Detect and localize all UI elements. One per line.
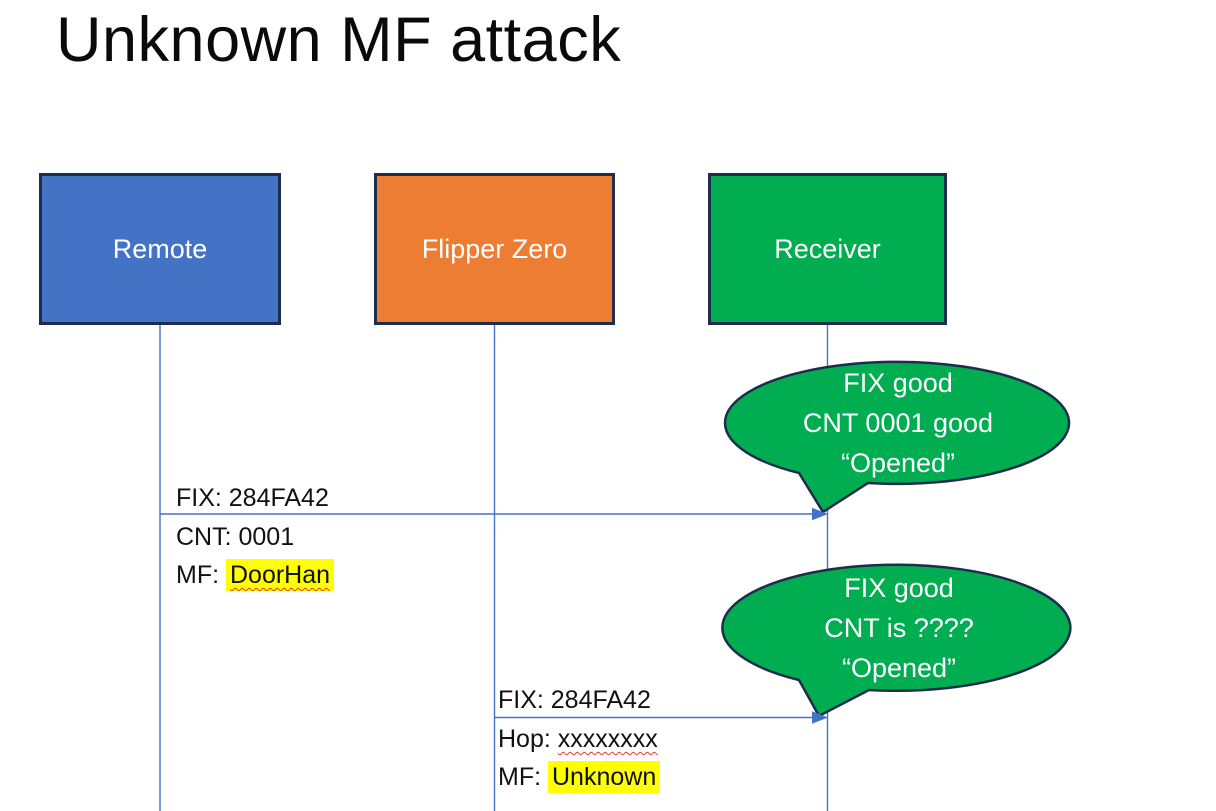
speech-bubble-1 bbox=[723, 360, 1071, 514]
bubble-2-line-1: FIX good bbox=[844, 573, 954, 603]
message-2-hop-prefix: Hop: bbox=[498, 725, 558, 753]
message-2-mf-value-highlighted: Unknown bbox=[548, 761, 661, 793]
message-1-mf-value-highlighted: DoorHan bbox=[226, 559, 335, 591]
bubble-1-line-2: CNT 0001 good bbox=[802, 408, 994, 438]
actor-box-flipper-zero: Flipper Zero bbox=[374, 173, 615, 325]
actor-label-remote: Remote bbox=[112, 233, 208, 264]
message-1-fix: FIX: 284FA42 bbox=[176, 484, 329, 512]
bubble-1-line-1: FIX good bbox=[843, 368, 953, 398]
speech-bubble-2 bbox=[721, 563, 1072, 718]
message-1-mf-prefix: MF: bbox=[176, 561, 226, 589]
bubble-2-line-3: “Opened” bbox=[841, 653, 957, 683]
arrowhead-flipper-to-receiver bbox=[812, 711, 828, 724]
arrowhead-remote-to-receiver bbox=[812, 507, 828, 521]
bubble-1-line-3: “Opened” bbox=[840, 448, 956, 478]
slide-title: Unknown MF attack bbox=[56, 5, 622, 75]
bubble-2-line-2: CNT is ???? bbox=[824, 613, 974, 643]
actor-box-remote: Remote bbox=[39, 173, 281, 325]
message-2-mf: MF: Unknown bbox=[498, 761, 661, 793]
actor-label-receiver: Receiver bbox=[774, 233, 881, 264]
message-1-cnt: CNT: 0001 bbox=[176, 523, 295, 551]
message-2-mf-prefix: MF: bbox=[498, 763, 548, 791]
actor-label-flipper-zero: Flipper Zero bbox=[421, 233, 568, 264]
actor-box-receiver: Receiver bbox=[708, 173, 947, 325]
bubble-2-text: FIX good CNT is ???? “Opened” bbox=[739, 568, 1059, 688]
message-2-hop: Hop: xxxxxxxx bbox=[498, 723, 658, 755]
bubble-1-text: FIX good CNT 0001 good “Opened” bbox=[738, 363, 1058, 483]
message-1-mf: MF: DoorHan bbox=[176, 559, 335, 591]
message-2-hop-value: xxxxxxxx bbox=[557, 725, 658, 753]
message-2-fix: FIX: 284FA42 bbox=[498, 686, 651, 714]
